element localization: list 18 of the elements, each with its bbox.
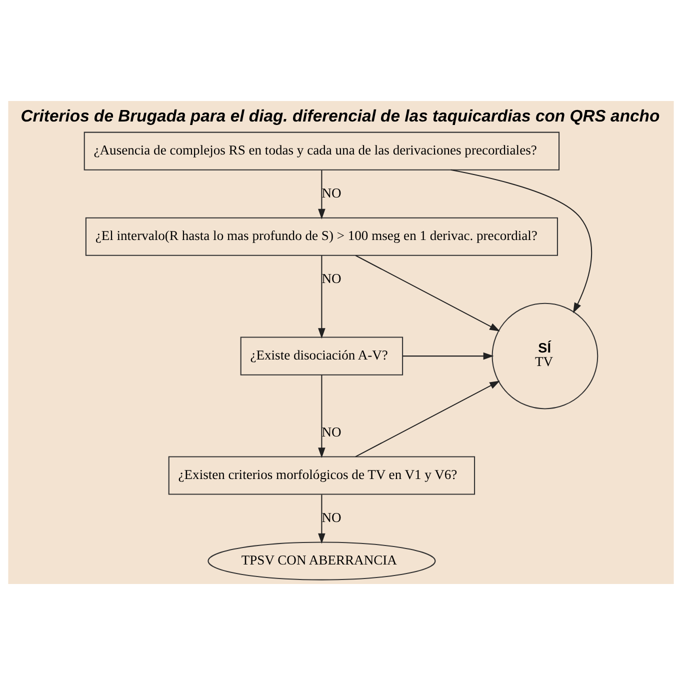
arrow bbox=[318, 254, 326, 338]
arrow bbox=[318, 374, 326, 458]
node-box: ¿Existe disociación A-V? bbox=[240, 336, 404, 375]
edge-label: NO bbox=[322, 424, 342, 439]
arrow bbox=[402, 352, 494, 360]
node-box: ¿Ausencia de complejos RS en todas y cada una de las derivaciones precordiales? bbox=[84, 131, 560, 170]
arrow bbox=[450, 168, 592, 313]
arrow bbox=[355, 380, 500, 457]
edge-label: NO bbox=[322, 184, 342, 200]
edge-label: NO bbox=[322, 270, 342, 286]
arrow bbox=[318, 494, 326, 544]
diagram-title: Criterios de Brugada para el diag. diferencial de las taquicardias con QRS ancho bbox=[20, 106, 660, 126]
node-box: ¿Existen criterios morfológicos de TV en V1 y V6? bbox=[168, 456, 476, 494]
arrow bbox=[355, 254, 500, 331]
arrow bbox=[318, 170, 326, 219]
edge-label: NO bbox=[322, 509, 342, 524]
node-ellipse: TPSV CON ABERRANCIA bbox=[208, 541, 436, 580]
node-box: ¿El intervalo(R hasta lo mas profundo de S) > 100 mseg en 1 derivac. precordial? bbox=[85, 216, 558, 256]
